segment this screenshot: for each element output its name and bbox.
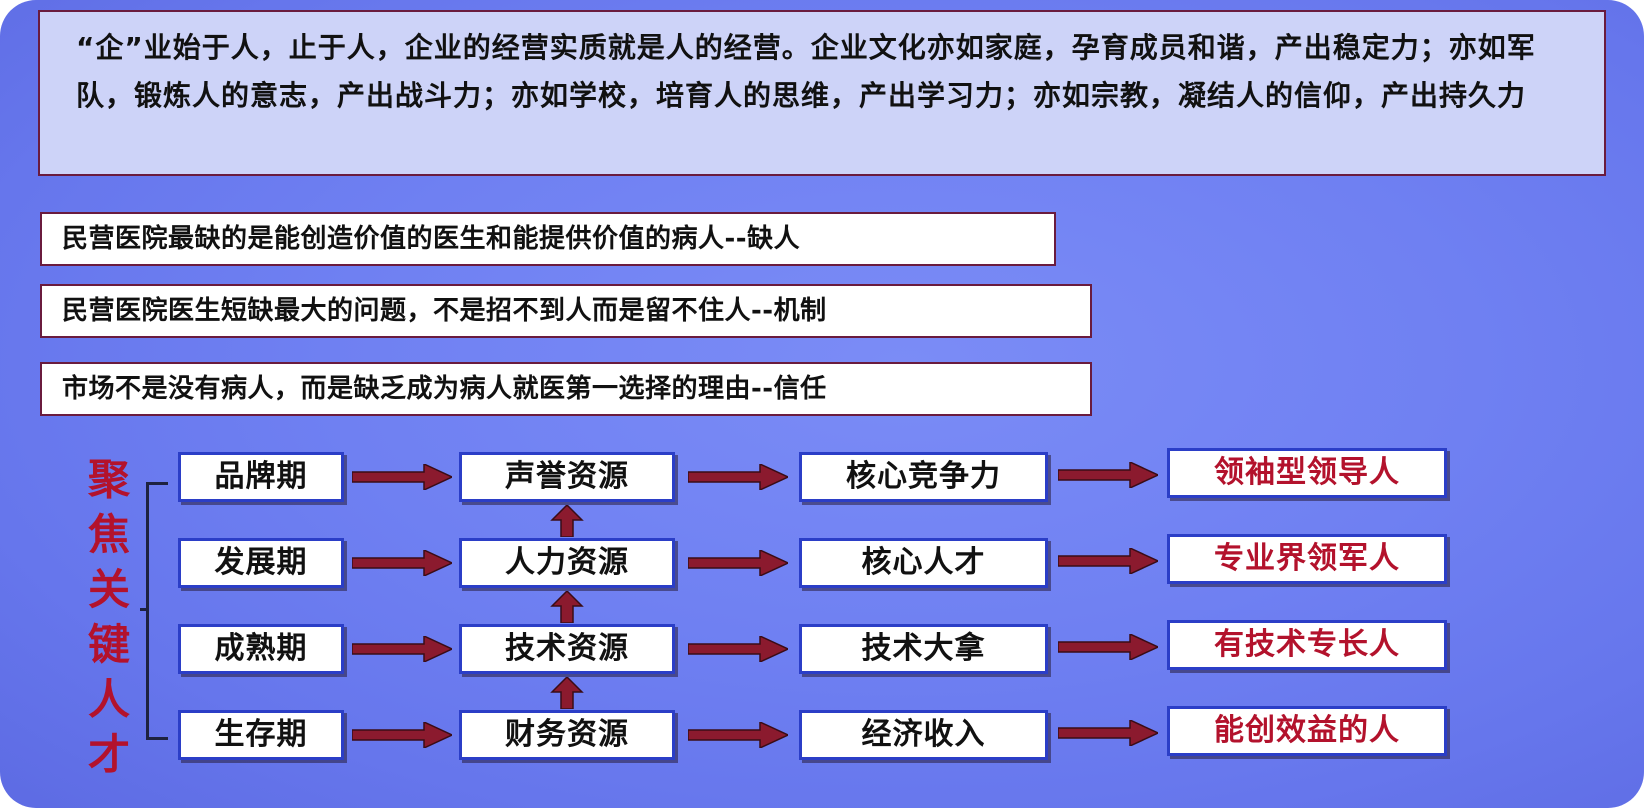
grouping-bracket	[146, 482, 168, 740]
arrow-right	[352, 636, 452, 662]
stage-survival: 生存期	[178, 710, 344, 760]
title-char: 人	[87, 675, 130, 724]
arrow-right	[1058, 634, 1158, 660]
statement-mechanism: 民营医院医生短缺最大的问题，不是招不到人而是留不住人--机制	[40, 284, 1092, 338]
arrow-right	[688, 722, 788, 748]
arrow-right	[688, 636, 788, 662]
outcome-core-talent: 核心人才	[799, 538, 1048, 588]
intro-text-box: “企”业始于人，止于人，企业的经营实质就是人的经营。企业文化亦如家庭，孕育成员和…	[38, 10, 1606, 176]
stage-development: 发展期	[178, 538, 344, 588]
title-char: 聚	[87, 455, 130, 504]
arrow-right	[352, 550, 452, 576]
talent-leader: 领袖型领导人	[1167, 448, 1447, 498]
title-char: 焦	[87, 510, 130, 559]
focus-key-talent-title: 聚 焦 关 键 人 才	[82, 452, 136, 782]
grouping-bracket-tick	[140, 608, 148, 611]
outcome-tech-expert: 技术大拿	[799, 624, 1048, 674]
statement-lack-of-people: 民营医院最缺的是能创造价值的医生和能提供价值的病人--缺人	[40, 212, 1056, 266]
title-char: 关	[87, 565, 130, 614]
arrow-right	[352, 722, 452, 748]
arrow-up	[550, 589, 584, 624]
arrow-up	[550, 675, 584, 710]
resource-human: 人力资源	[459, 538, 675, 588]
arrow-right	[1058, 548, 1158, 574]
arrow-right	[352, 464, 452, 490]
arrow-up	[550, 503, 584, 538]
outcome-economic-income: 经济收入	[799, 710, 1048, 760]
stage-mature: 成熟期	[178, 624, 344, 674]
resource-financial: 财务资源	[459, 710, 675, 760]
outcome-core-competitiveness: 核心竞争力	[799, 452, 1048, 502]
statement-trust: 市场不是没有病人，而是缺乏成为病人就医第一选择的理由--信任	[40, 362, 1092, 416]
arrow-right	[1058, 720, 1158, 746]
resource-technology: 技术资源	[459, 624, 675, 674]
talent-tech-specialist: 有技术专长人	[1167, 620, 1447, 670]
arrow-right	[1058, 462, 1158, 488]
arrow-right	[688, 550, 788, 576]
talent-profit-maker: 能创效益的人	[1167, 706, 1447, 756]
title-char: 才	[87, 730, 130, 779]
arrow-right	[688, 464, 788, 490]
talent-professional-leader: 专业界领军人	[1167, 534, 1447, 584]
stage-brand: 品牌期	[178, 452, 344, 502]
resource-reputation: 声誉资源	[459, 452, 675, 502]
title-char: 键	[87, 620, 130, 669]
